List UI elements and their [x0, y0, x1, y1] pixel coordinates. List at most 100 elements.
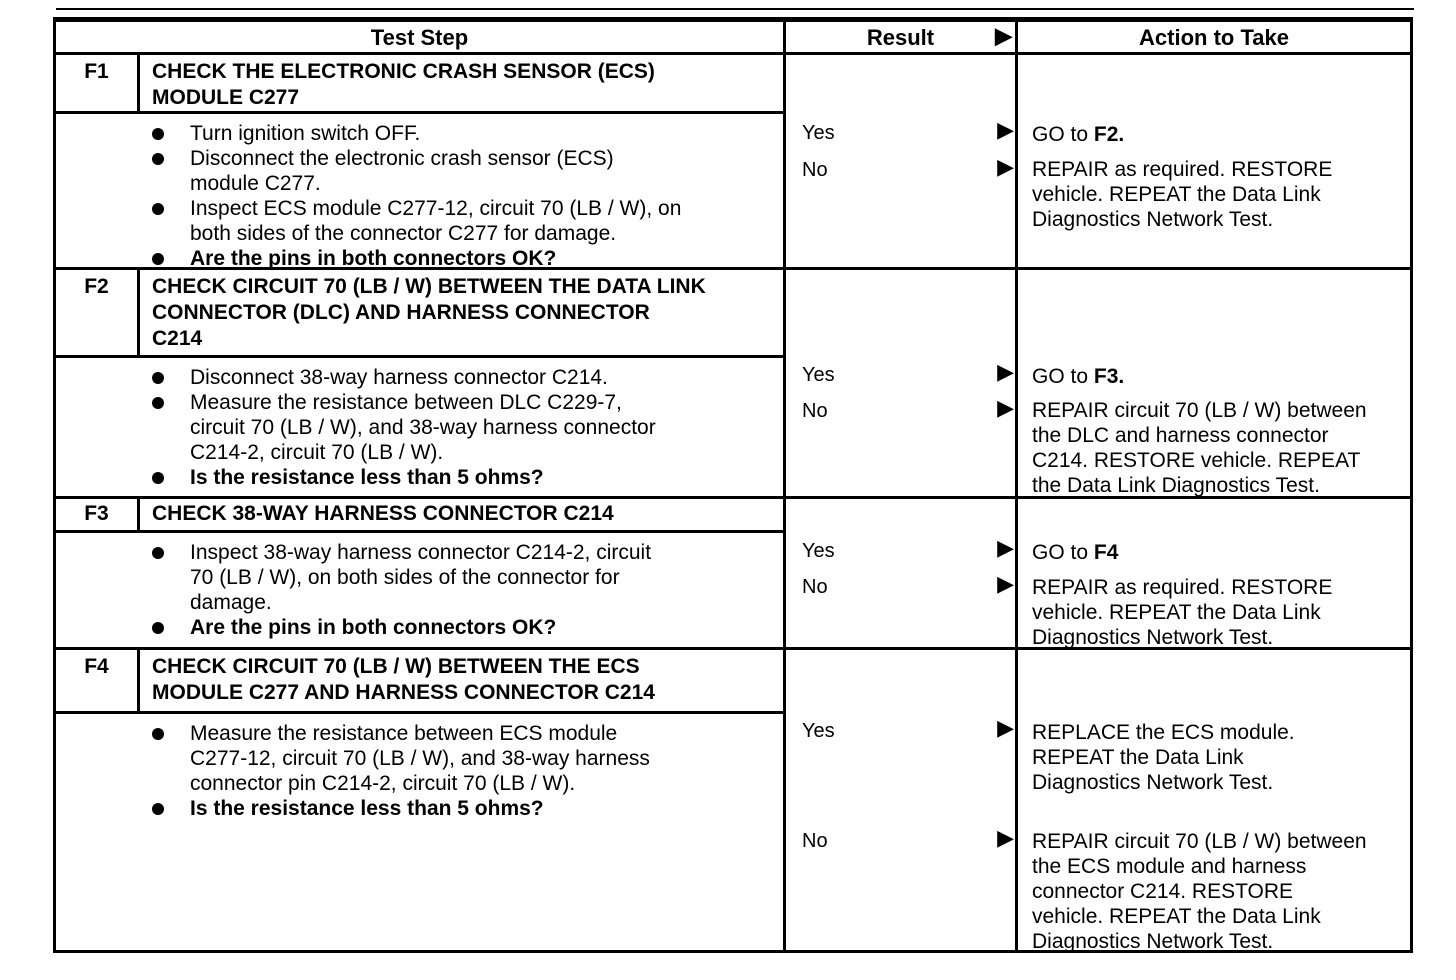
action-text: REPLACE the ECS module. REPEAT the Data … — [1032, 721, 1295, 794]
bullet-text: Inspect ECS module C277-12, circuit 70 (… — [190, 197, 682, 245]
header-result-label: Result — [866, 25, 935, 50]
result-arrow-icon: ▶ — [997, 359, 1014, 384]
action-cell: GO to F2. REPAIR as required. RESTORE ve… — [1018, 55, 1410, 267]
bullets-list: Disconnect 38-way harness connector C214… — [56, 358, 783, 490]
action-goto-text: GO to — [1032, 541, 1089, 564]
bullets-list: Measure the resistance between ECS modul… — [56, 714, 783, 821]
result-cell: Yes ▶ No ▶ — [786, 650, 1018, 950]
bullet-icon — [152, 472, 164, 484]
result-arrow-icon: ▶ — [997, 825, 1014, 850]
bullet-text: Disconnect 38-way harness connector C214… — [190, 366, 608, 389]
bullet-text: Measure the resistance between DLC C229-… — [190, 391, 656, 464]
test-step-cell: F1 CHECK THE ELECTRONIC CRASH SENSOR (EC… — [56, 55, 786, 270]
result-arrow-icon: ▶ — [997, 535, 1014, 560]
result-arrow-icon: ▶ — [995, 23, 1012, 48]
bullet-icon — [152, 397, 164, 409]
list-item-question: Are the pins in both connectors OK? — [56, 246, 783, 271]
list-item: Turn ignition switch OFF. — [56, 121, 783, 146]
action-goto: GO to F4 — [1032, 540, 1406, 565]
result-label-yes: Yes — [802, 720, 835, 742]
bullet-icon — [152, 153, 164, 165]
list-item: Disconnect 38-way harness connector C214… — [56, 365, 783, 390]
header-test-step: Test Step — [56, 22, 786, 52]
step-title: CHECK THE ELECTRONIC CRASH SENSOR (ECS) … — [152, 60, 655, 109]
bullet-text: Are the pins in both connectors OK? — [190, 247, 557, 270]
bullet-text: Is the resistance less than 5 ohms? — [190, 797, 544, 820]
bullet-icon — [152, 128, 164, 140]
bullet-icon — [152, 253, 164, 265]
list-item: Measure the resistance between ECS modul… — [56, 721, 783, 796]
step-row-f3: F3 CHECK 38-WAY HARNESS CONNECTOR C214 I… — [56, 499, 1410, 650]
bullets-list: Inspect 38-way harness connector C214-2,… — [56, 533, 783, 640]
step-row-f2: F2 CHECK CIRCUIT 70 (LB / W) BETWEEN THE… — [56, 270, 1410, 499]
action-goto: GO to F3. — [1032, 364, 1406, 389]
step-title: CHECK CIRCUIT 70 (LB / W) BETWEEN THE DA… — [152, 275, 706, 350]
action-goto: GO to F2. — [1032, 122, 1406, 147]
list-item-question: Is the resistance less than 5 ohms? — [56, 796, 783, 821]
result-label-yes: Yes — [802, 540, 835, 562]
action-goto-ref: F3. — [1093, 365, 1125, 388]
step-title-row: F1 CHECK THE ELECTRONIC CRASH SENSOR (EC… — [56, 55, 783, 114]
result-label-no: No — [802, 159, 828, 181]
result-arrow-icon: ▶ — [997, 117, 1014, 142]
list-item: Measure the resistance between DLC C229-… — [56, 390, 783, 465]
bullet-icon — [152, 547, 164, 559]
step-title-row: F4 CHECK CIRCUIT 70 (LB / W) BETWEEN THE… — [56, 650, 783, 714]
header-action: Action to Take — [1139, 25, 1289, 50]
action-cell: GO to F4 REPAIR as required. RESTORE veh… — [1018, 499, 1410, 649]
step-title: CHECK 38-WAY HARNESS CONNECTOR C214 — [152, 502, 614, 525]
bullet-icon — [152, 803, 164, 815]
step-id: F4 — [56, 650, 140, 711]
bullet-text: Is the resistance less than 5 ohms? — [190, 466, 544, 489]
diagnostic-table: Test Step Result ▶ Action to Take F1 CHE… — [53, 17, 1413, 953]
list-item: Disconnect the electronic crash sensor (… — [56, 146, 783, 196]
action-goto-text: GO to — [1032, 123, 1089, 146]
list-item: Inspect 38-way harness connector C214-2,… — [56, 540, 783, 615]
result-label-yes: Yes — [802, 122, 835, 144]
action-text: REPAIR as required. RESTORE vehicle. REP… — [1032, 576, 1333, 649]
bullet-icon — [152, 203, 164, 215]
test-step-cell: F2 CHECK CIRCUIT 70 (LB / W) BETWEEN THE… — [56, 270, 786, 496]
bullet-text: Disconnect the electronic crash sensor (… — [190, 147, 614, 195]
step-id: F2 — [56, 270, 140, 355]
action-text: REPAIR circuit 70 (LB / W) between the D… — [1032, 399, 1367, 497]
action-goto-text: GO to — [1032, 365, 1089, 388]
result-cell: Yes ▶ No ▶ — [786, 270, 1018, 496]
action-cell: GO to F3. REPAIR circuit 70 (LB / W) bet… — [1018, 270, 1410, 497]
result-arrow-icon: ▶ — [997, 395, 1014, 420]
bullet-icon — [152, 372, 164, 384]
bullet-text: Turn ignition switch OFF. — [190, 122, 421, 145]
action-goto-ref: F2. — [1093, 123, 1125, 146]
action-text: REPAIR circuit 70 (LB / W) between the E… — [1032, 830, 1367, 953]
result-arrow-icon: ▶ — [997, 715, 1014, 740]
bullet-text: Inspect 38-way harness connector C214-2,… — [190, 541, 652, 614]
result-cell: Yes ▶ No ▶ — [786, 499, 1018, 647]
action-goto-ref: F4 — [1093, 541, 1119, 564]
bullets-list: Turn ignition switch OFF. Disconnect the… — [56, 114, 783, 271]
bullet-text: Measure the resistance between ECS modul… — [190, 722, 650, 795]
result-arrow-icon: ▶ — [997, 571, 1014, 596]
step-id: F3 — [56, 499, 140, 530]
step-title-row: F2 CHECK CIRCUIT 70 (LB / W) BETWEEN THE… — [56, 270, 783, 358]
list-item: Inspect ECS module C277-12, circuit 70 (… — [56, 196, 783, 246]
bullet-text: Are the pins in both connectors OK? — [190, 616, 557, 639]
step-row-f4: F4 CHECK CIRCUIT 70 (LB / W) BETWEEN THE… — [56, 650, 1410, 953]
header-result: Result ▶ — [786, 22, 1018, 52]
test-step-cell: F3 CHECK 38-WAY HARNESS CONNECTOR C214 I… — [56, 499, 786, 647]
bullet-icon — [152, 728, 164, 740]
result-label-no: No — [802, 400, 828, 422]
top-rule — [56, 8, 1414, 10]
table-header: Test Step Result ▶ Action to Take — [56, 22, 1410, 55]
step-title: CHECK CIRCUIT 70 (LB / W) BETWEEN THE EC… — [152, 655, 655, 704]
step-title-row: F3 CHECK 38-WAY HARNESS CONNECTOR C214 — [56, 499, 783, 533]
action-cell: REPLACE the ECS module. REPEAT the Data … — [1018, 650, 1410, 953]
result-label-no: No — [802, 830, 828, 852]
result-label-no: No — [802, 576, 828, 598]
bullet-icon — [152, 622, 164, 634]
test-step-cell: F4 CHECK CIRCUIT 70 (LB / W) BETWEEN THE… — [56, 650, 786, 950]
list-item-question: Is the resistance less than 5 ohms? — [56, 465, 783, 490]
step-id: F1 — [56, 55, 140, 111]
result-arrow-icon: ▶ — [997, 154, 1014, 179]
action-text: REPAIR as required. RESTORE vehicle. REP… — [1032, 158, 1333, 231]
